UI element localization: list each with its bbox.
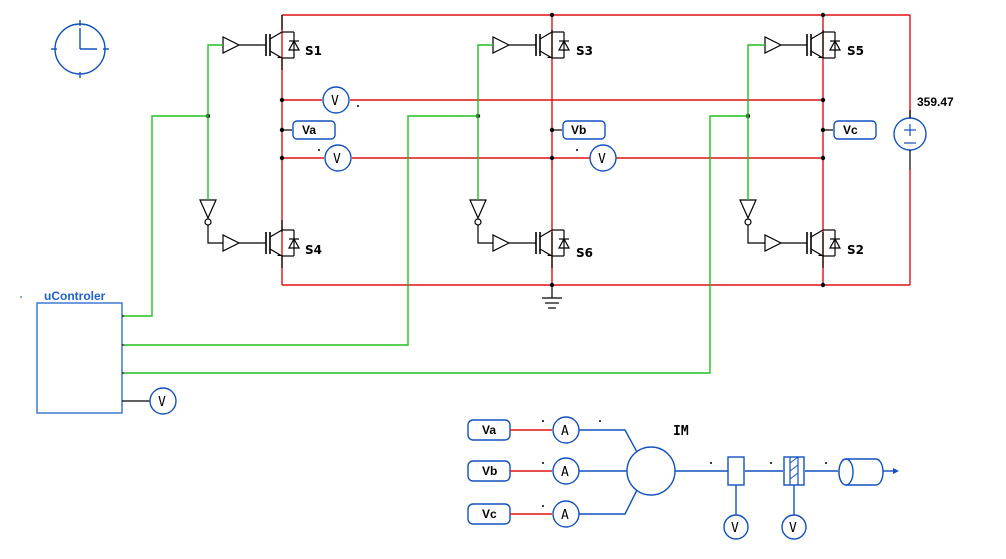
switch-label-s5: S5 bbox=[847, 44, 864, 58]
dc-source-value: 359.47 bbox=[917, 95, 954, 109]
phase-label-va[interactable]: Va bbox=[282, 120, 336, 140]
ammeter-a-label: A bbox=[561, 424, 569, 439]
gating-wiring bbox=[124, 44, 765, 374]
motor-phase-inputs: Va Vb Vc bbox=[467, 419, 552, 525]
voltmeter-controller-label: V bbox=[158, 395, 166, 410]
motor-label: IM bbox=[673, 424, 689, 439]
voltmeter-mid-left-label: V bbox=[333, 152, 341, 167]
voltmeter-torque-label: V bbox=[789, 521, 797, 536]
switch-label-s2: S2 bbox=[847, 243, 864, 257]
switch-label-s3: S3 bbox=[576, 44, 593, 58]
ammeter-c-label: A bbox=[561, 508, 569, 523]
junction-nodes bbox=[205, 12, 826, 288]
controller-block[interactable]: uControler bbox=[20, 289, 150, 414]
ammeter-a[interactable]: A bbox=[552, 416, 580, 444]
switch-s2[interactable]: S2 bbox=[800, 229, 864, 257]
voltmeter-mid-right-label: V bbox=[598, 152, 606, 167]
ammeter-c[interactable]: A bbox=[552, 500, 580, 528]
clock-icon[interactable] bbox=[51, 20, 109, 78]
switch-label-s1: S1 bbox=[305, 44, 322, 58]
phase-label-vc-text: Vc bbox=[843, 123, 858, 137]
switch-label-s4: S4 bbox=[305, 243, 322, 257]
switch-s6[interactable]: S6 bbox=[529, 229, 593, 260]
motor-input-va: Va bbox=[482, 423, 496, 437]
controller-label: uControler bbox=[44, 289, 106, 303]
phase-label-vb-text: Vb bbox=[571, 123, 586, 137]
switch-s4[interactable]: S4 bbox=[259, 229, 322, 257]
induction-motor[interactable]: IM bbox=[626, 424, 689, 496]
voltmeter-top-label: V bbox=[331, 94, 339, 109]
motor-wiring bbox=[579, 429, 893, 515]
phase-label-vc[interactable]: Vc bbox=[823, 120, 877, 140]
torque-sensor[interactable] bbox=[783, 456, 805, 486]
ammeter-b-label: A bbox=[561, 465, 569, 480]
motor-input-vb: Vb bbox=[482, 464, 497, 478]
switch-label-s6: S6 bbox=[576, 246, 593, 260]
voltmeter-mid-right[interactable]: V bbox=[589, 144, 617, 172]
voltmeter-speed-label: V bbox=[731, 521, 739, 536]
voltmeter-torque[interactable]: V bbox=[781, 514, 807, 540]
switch-s5[interactable]: S5 bbox=[800, 31, 864, 59]
ammeter-b[interactable]: A bbox=[552, 457, 580, 485]
switch-s1[interactable]: S1 bbox=[259, 31, 322, 59]
voltmeter-speed[interactable]: V bbox=[723, 514, 749, 540]
voltmeter-top[interactable]: V bbox=[322, 86, 350, 114]
phase-label-va-text: Va bbox=[302, 123, 316, 137]
gate-drivers bbox=[199, 36, 801, 252]
switch-s3[interactable]: S3 bbox=[529, 31, 593, 59]
voltmeter-controller[interactable]: V bbox=[149, 387, 177, 415]
switch-leg-segments bbox=[281, 15, 824, 268]
dc-source[interactable]: 359.47 bbox=[893, 95, 954, 170]
ground-icon bbox=[542, 285, 562, 309]
phase-label-vb[interactable]: Vb bbox=[552, 120, 606, 140]
terminal-dots bbox=[318, 105, 827, 507]
mechanical-load[interactable] bbox=[838, 458, 899, 486]
motor-input-vc: Vc bbox=[482, 507, 497, 521]
voltmeter-mid-left[interactable]: V bbox=[324, 144, 352, 172]
speed-sensor[interactable] bbox=[727, 456, 745, 486]
